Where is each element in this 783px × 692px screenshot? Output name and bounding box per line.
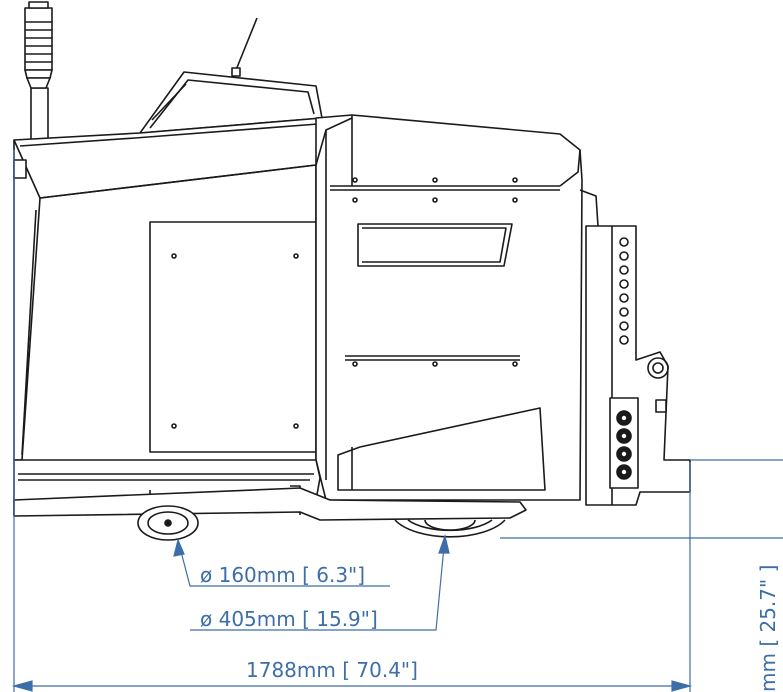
small-wheel-dimension-label: ø 160mm [ 6.3"]	[200, 563, 365, 587]
large-wheel-dimension-label: ø 405mm [ 15.9"]	[200, 607, 378, 631]
small-wheel	[137, 505, 199, 541]
large-wheel-leader	[190, 535, 446, 631]
overall-length-dimension-label: 1788mm [ 70.4"]	[246, 658, 418, 682]
antenna	[235, 17, 258, 71]
large-wheel	[394, 519, 506, 538]
access-panel	[149, 221, 317, 453]
small-wheel-leader	[177, 539, 390, 587]
signal-light-mast	[24, 1, 53, 141]
front-window	[357, 223, 513, 267]
machine-outline	[13, 1, 691, 541]
dimension-lines	[11, 150, 783, 692]
rear-body-panel	[13, 117, 328, 199]
height-dimension-label: mm [ 25.7" ]	[756, 565, 780, 692]
front-skirt	[337, 407, 546, 491]
